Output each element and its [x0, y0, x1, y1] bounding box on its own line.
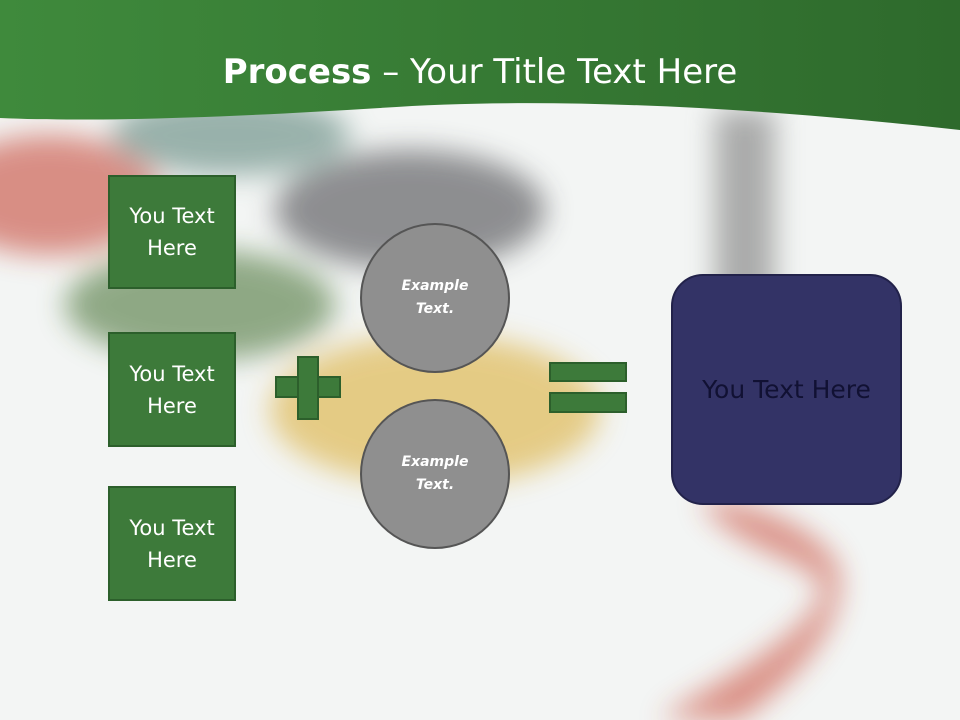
text-box-3[interactable]: You Text Here [108, 486, 236, 601]
example-circle-1[interactable]: Example Text. [360, 223, 510, 373]
equals-sign [549, 362, 627, 414]
circle-1-text: Example Text. [401, 278, 469, 317]
equals-bar-top [549, 362, 627, 382]
result-box[interactable]: You Text Here [671, 274, 902, 505]
circle-2-text: Example Text. [401, 454, 469, 493]
plus-sign [276, 357, 340, 419]
text-box-2[interactable]: You Text Here [108, 332, 236, 447]
equals-bar-bottom [549, 392, 627, 413]
example-circle-2[interactable]: Example Text. [360, 399, 510, 549]
slide-title: Process – Your Title Text Here [0, 52, 960, 92]
title-rest: – Your Title Text Here [371, 52, 738, 92]
title-bold: Process [222, 52, 372, 92]
text-box-1[interactable]: You Text Here [108, 175, 236, 289]
